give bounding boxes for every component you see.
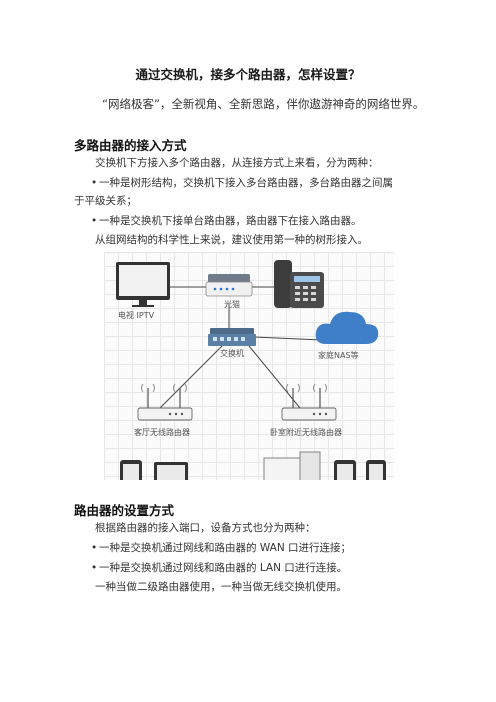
- modem-icon: [205, 274, 253, 297]
- section2-conclusion: 一种当做二级路由器使用，一种当做无线交换机使用。: [95, 581, 347, 593]
- network-diagram-svg: 电视 IPTV 光猫: [116, 260, 386, 480]
- mobile-phone-icon: [366, 460, 386, 480]
- telephone-icon: [274, 260, 324, 308]
- section2-bullet-2: 一种是交换机通过网线和路由器的 LAN 口进行连接。: [91, 561, 347, 575]
- document-title: 通过交换机，接多个路由器，怎样设置？: [135, 67, 361, 82]
- section1-intro: 交换机下方接入多个路由器，从连接方式上来看，分为两种：: [95, 157, 379, 169]
- section1-bullet-1-continued: 于平级关系；: [74, 195, 137, 207]
- switch-icon: [208, 328, 256, 346]
- switch-label: 交换机: [220, 348, 244, 358]
- section1-bullet-1: 一种是树形结构，交换机下接入多台路由器，多台路由器之间属: [91, 176, 393, 190]
- section2-bullet-1-text: 一种是交换机通过网线和路由器的 WAN 口进行连接；: [99, 542, 352, 554]
- nas-label: 家庭NAS等: [318, 350, 359, 360]
- network-topology-diagram: 电视 IPTV 光猫: [104, 252, 394, 480]
- tv-monitor-icon: [116, 262, 170, 307]
- laptop-device-icon: [154, 462, 188, 480]
- cloud-icon: [315, 311, 379, 344]
- section-heading-access-methods: 多路由器的接入方式: [74, 138, 187, 153]
- link-switch-nas: [253, 336, 323, 341]
- tablet-device-icon: [334, 460, 356, 480]
- section1-bullet-2: 一种是交换机下接单台路由器，路由器下在接入路由器。: [91, 214, 362, 228]
- section2-bullet-1: 一种是交换机通过网线和路由器的 WAN 口进行连接；: [91, 541, 351, 555]
- section1-conclusion: 从组网结构的科学性上来说，建议使用第一种的树形接入。: [95, 234, 368, 246]
- tv-label: 电视 IPTV: [118, 310, 155, 320]
- link-switch-router-right: [248, 345, 301, 409]
- section-heading-router-setup: 路由器的设置方式: [74, 503, 175, 518]
- section2-intro: 根据路由器的接入端口，设备方式也分为两种：: [95, 522, 316, 534]
- router-left-icon: [137, 383, 193, 421]
- document-subtitle: “网络极客”，全新视角、全新思路，伴你遨游神奇的网络世界。: [102, 97, 425, 111]
- router-left-label: 客厅无线路由器: [134, 427, 190, 437]
- router-right-icon: [281, 383, 337, 421]
- section1-bullet-2-text: 一种是交换机下接单台路由器，路由器下在接入路由器。: [99, 215, 362, 227]
- desktop-tower-icon: [263, 451, 321, 480]
- modem-label: 光猫: [224, 299, 240, 309]
- router-right-label: 卧室附近无线路由器: [270, 427, 342, 437]
- phone-device-icon: [120, 460, 142, 480]
- link-switch-router-left: [159, 345, 223, 409]
- section1-bullet-1-text: 一种是树形结构，交换机下接入多台路由器，多台路由器之间属: [99, 177, 393, 189]
- section2-bullet-2-text: 一种是交换机通过网线和路由器的 LAN 口进行连接。: [99, 562, 348, 574]
